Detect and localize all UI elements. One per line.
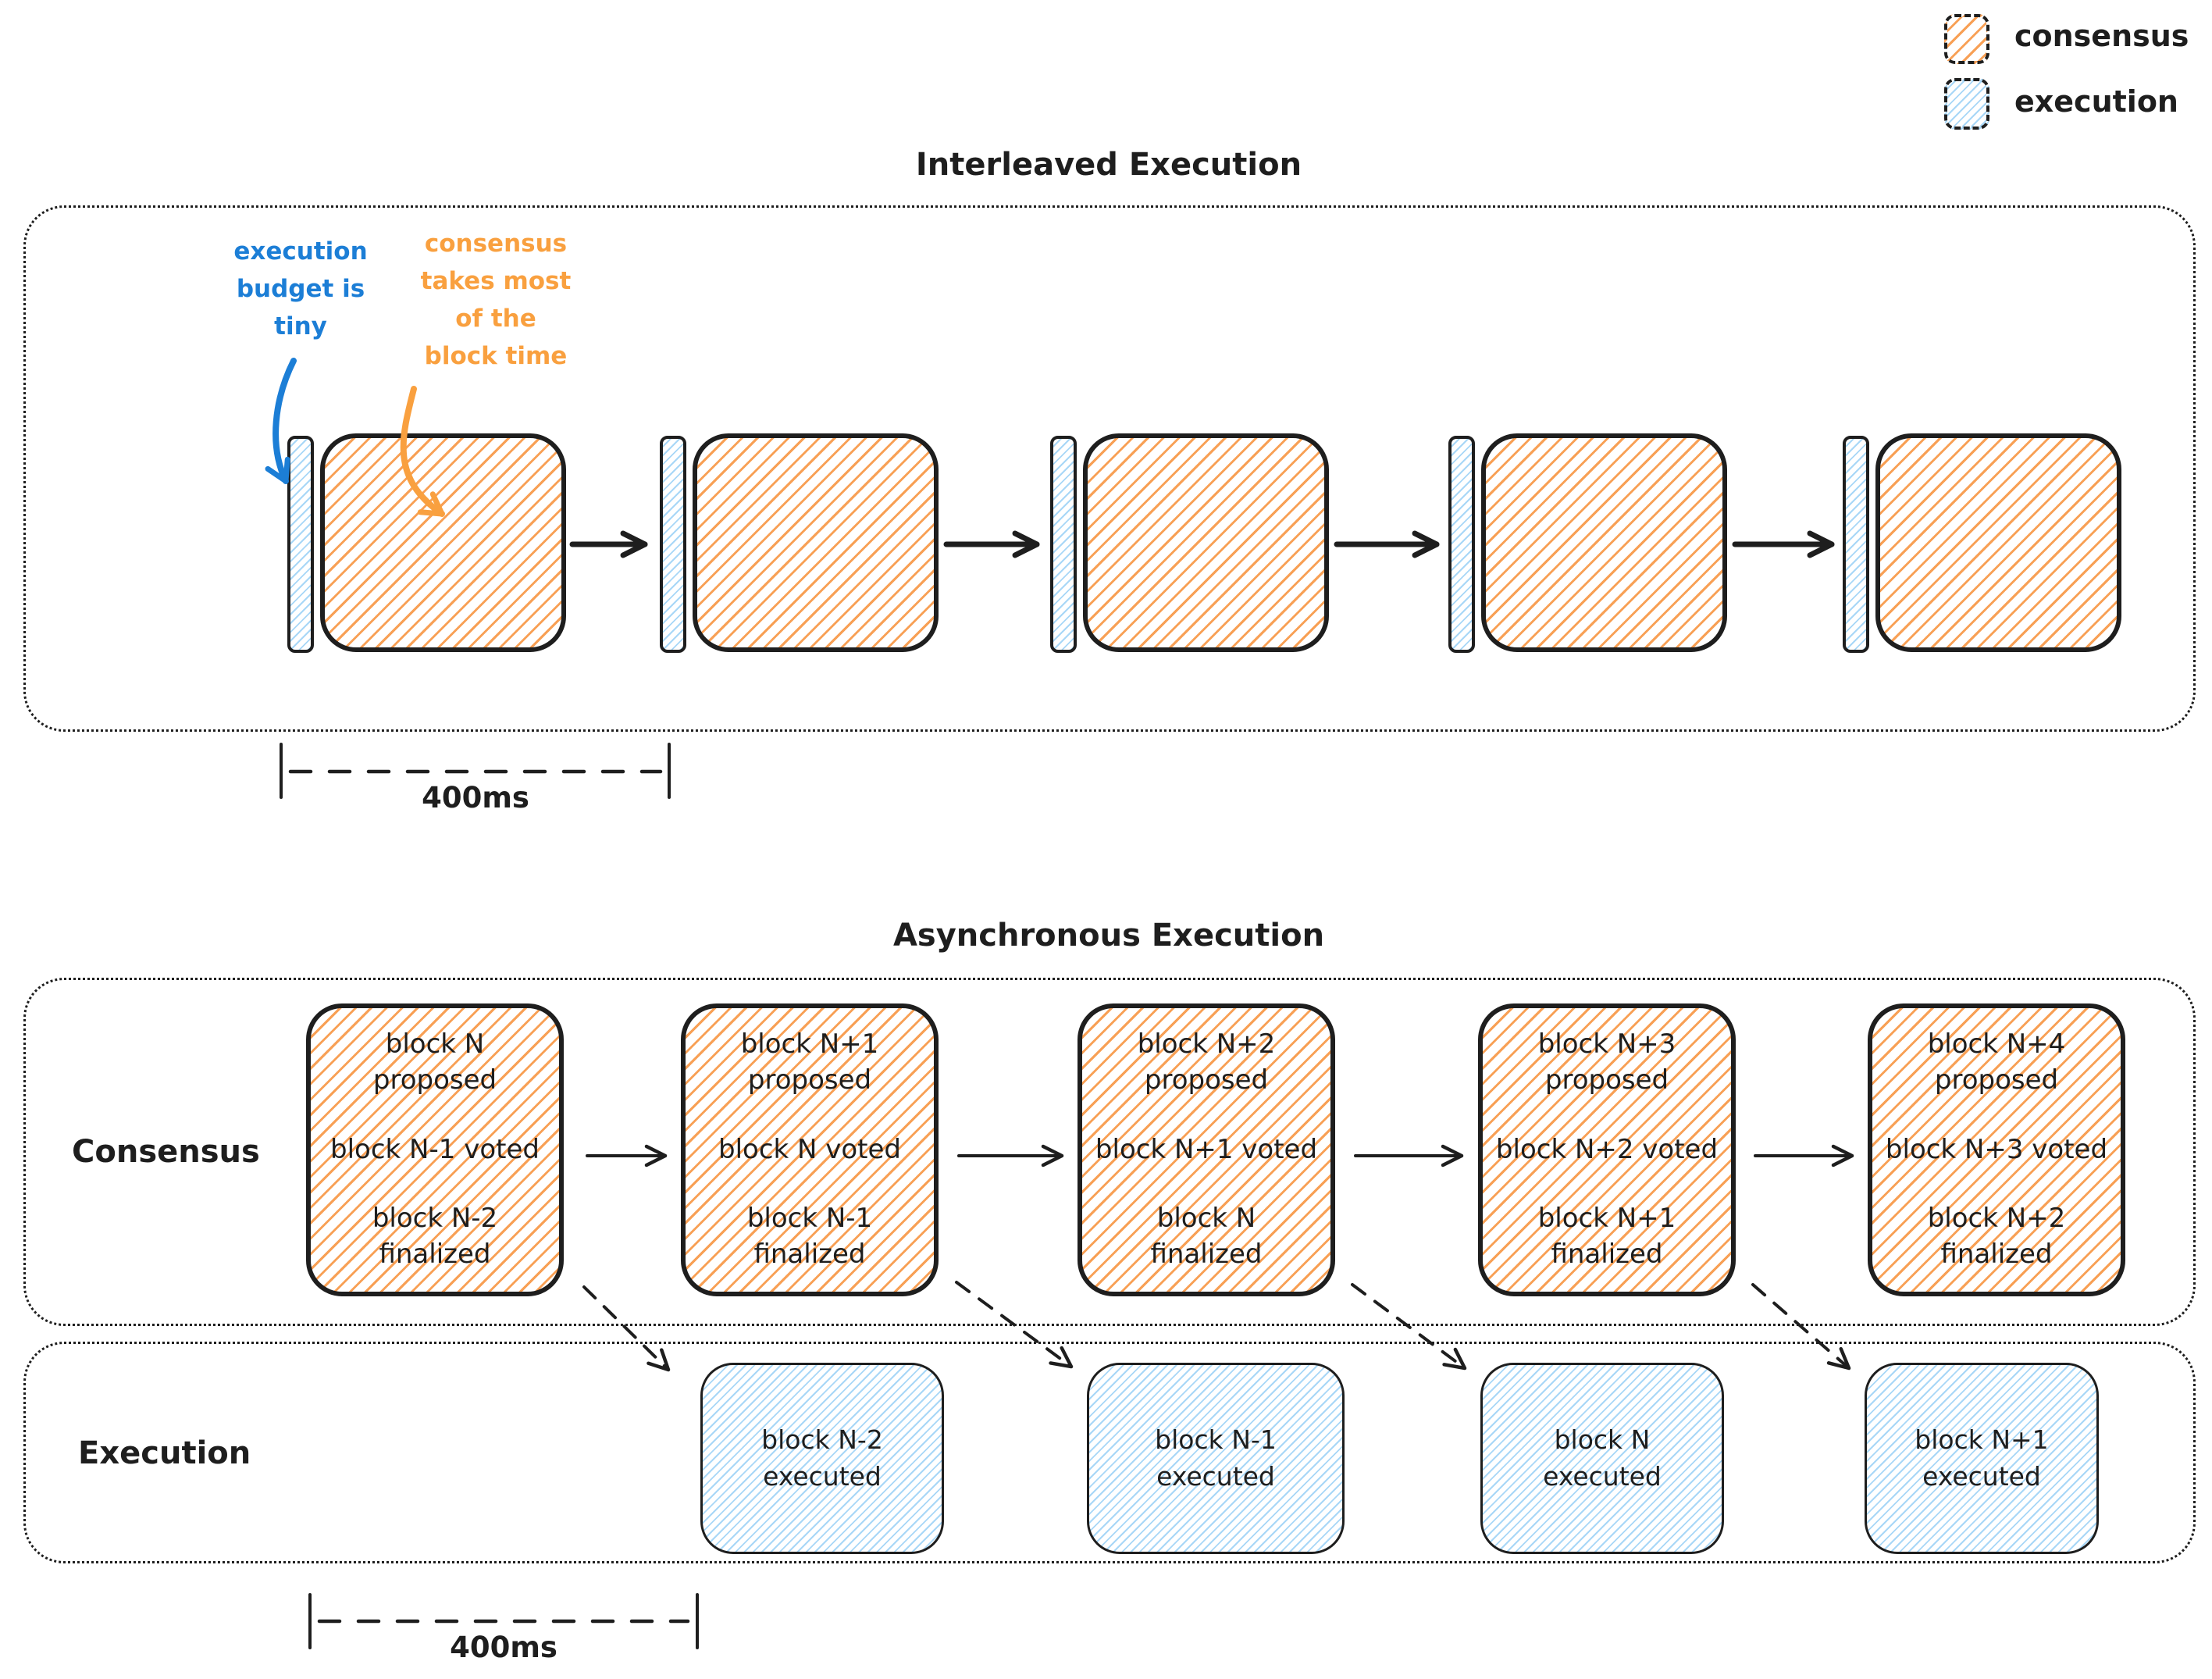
voted-text: block N+3 voted	[1885, 1133, 2108, 1165]
finalized-text: block N+1 finalized	[1537, 1203, 1676, 1271]
asynchronous-title: Asynchronous Execution	[892, 918, 1325, 954]
finalized-text: block N-2 finalized	[372, 1203, 498, 1271]
executed-block-4: block N+1 executed	[1865, 1363, 2099, 1554]
proposed-text: block N+4 proposed	[1927, 1028, 2066, 1096]
executed-block-1: block N-2 executed	[700, 1363, 944, 1554]
voted-text: block N+1 voted	[1095, 1133, 1318, 1165]
interleaved-measure-label: 400ms	[422, 781, 529, 815]
consensus-block-4	[1481, 433, 1727, 652]
proposed-text: block N+3 proposed	[1537, 1028, 1676, 1096]
pipeline-block-1: block N proposed block N-1 voted block N…	[306, 1003, 564, 1296]
pipeline-block-3: block N+2 proposed block N+1 voted block…	[1078, 1003, 1335, 1296]
execution-bar-1	[287, 436, 314, 653]
proposed-text: block N+1 proposed	[740, 1028, 879, 1096]
legend-execution-swatch	[1944, 78, 1989, 130]
voted-text: block N+2 voted	[1495, 1133, 1719, 1165]
execution-bar-5	[1843, 436, 1869, 653]
pipeline-block-5: block N+4 proposed block N+3 voted block…	[1868, 1003, 2125, 1296]
executed-block-2: block N-1 executed	[1087, 1363, 1345, 1554]
interleaved-container	[23, 205, 2196, 732]
legend-consensus-swatch	[1944, 14, 1989, 64]
legend-consensus-label: consensus	[2014, 19, 2189, 53]
asynchronous-measure-label: 400ms	[450, 1631, 557, 1664]
consensus-block-3	[1083, 433, 1329, 652]
proposed-text: block N proposed	[372, 1028, 497, 1096]
execution-bar-3	[1050, 436, 1077, 653]
execution-row-label: Execution	[78, 1435, 251, 1471]
execution-bar-2	[660, 436, 686, 653]
consensus-block-5	[1875, 433, 2121, 652]
voted-text: block N voted	[718, 1133, 901, 1165]
interleaved-title: Interleaved Execution	[915, 147, 1302, 183]
finalized-text: block N finalized	[1150, 1203, 1263, 1271]
voted-text: block N-1 voted	[330, 1133, 540, 1165]
consensus-row-label: Consensus	[72, 1134, 260, 1170]
execution-row-container	[23, 1342, 2196, 1563]
annotation-execution-budget: execution budget is tiny	[233, 237, 368, 340]
finalized-text: block N-1 finalized	[746, 1203, 873, 1271]
pipeline-block-4: block N+3 proposed block N+2 voted block…	[1478, 1003, 1736, 1296]
finalized-text: block N+2 finalized	[1927, 1203, 2066, 1271]
pipeline-block-2: block N+1 proposed block N voted block N…	[681, 1003, 939, 1296]
annotation-consensus-time: consensus takes most of the block time	[420, 230, 572, 370]
executed-block-3: block N executed	[1480, 1363, 1724, 1554]
consensus-block-1	[320, 433, 566, 652]
consensus-row-container	[23, 978, 2196, 1326]
proposed-text: block N+2 proposed	[1137, 1028, 1276, 1096]
execution-bar-4	[1448, 436, 1475, 653]
consensus-block-2	[693, 433, 939, 652]
legend-execution-label: execution	[2014, 84, 2178, 119]
